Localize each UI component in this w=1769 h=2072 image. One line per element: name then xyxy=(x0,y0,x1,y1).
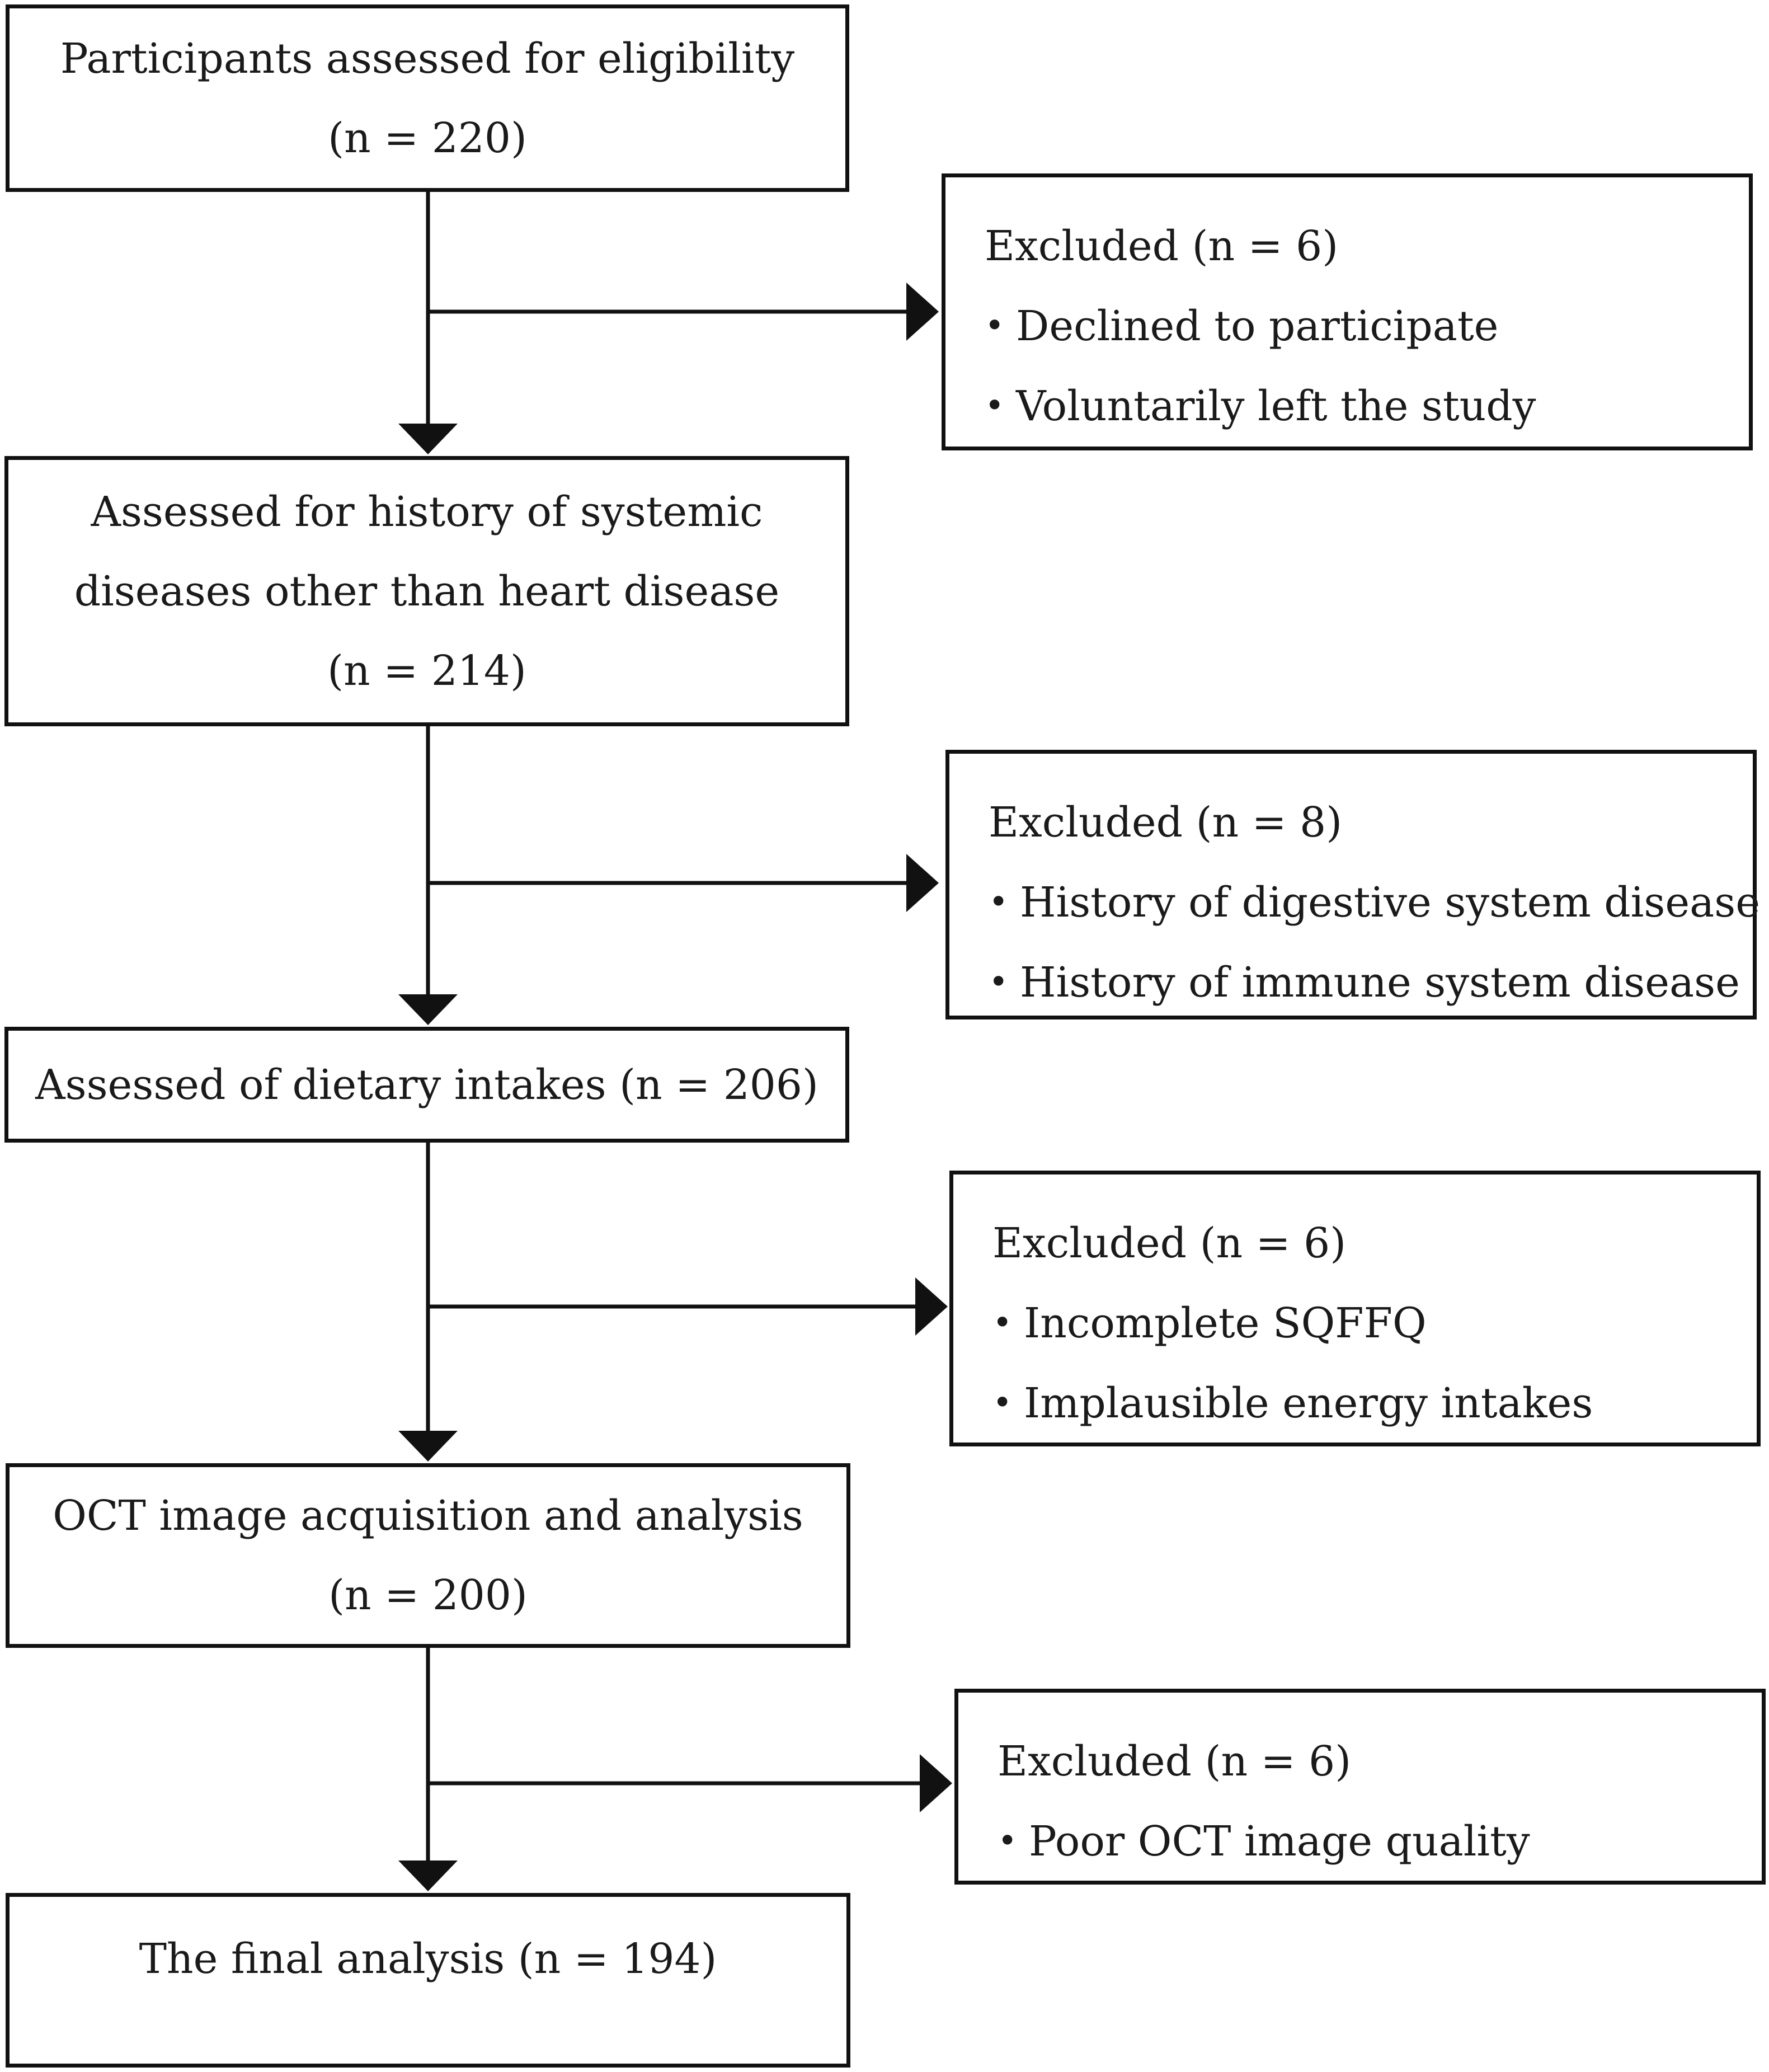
arrow-stage4-to-stage5 xyxy=(398,1645,458,1891)
exclusion-1-item-1-label: Declined to participate xyxy=(1016,302,1499,350)
stage-1-box: Participants assessed for eligibility (n… xyxy=(6,4,849,192)
exclusion-4-title: Excluded (n = 6) xyxy=(998,1737,1352,1786)
arrow-to-exclusion-3 xyxy=(428,1277,948,1336)
arrow-to-exclusion-2 xyxy=(428,854,939,912)
exclusion-4-item: • Poor OCT image quality xyxy=(998,1801,1762,1881)
exclusion-3-item-1-label: Incomplete SQFFQ xyxy=(1024,1299,1427,1347)
stage-1-line-2: (n = 220) xyxy=(328,114,527,162)
arrow-stage1-to-stage2 xyxy=(398,192,458,454)
bullet-icon: • xyxy=(989,962,1009,1002)
stage-2-line-2: diseases other than heart disease xyxy=(74,567,780,616)
exclusion-2-item: • History of digestive system disease xyxy=(989,862,1760,942)
exclusion-2-item: • History of immune system disease xyxy=(989,942,1753,1022)
exclusion-2-title: Excluded (n = 8) xyxy=(989,798,1343,847)
bullet-icon: • xyxy=(989,882,1009,922)
exclusion-1-item: • Voluntarily left the study xyxy=(985,366,1749,446)
stage-5-box: The final analysis (n = 194) xyxy=(6,1893,850,2068)
exclusion-4-box: Excluded (n = 6) • Poor OCT image quality xyxy=(954,1689,1766,1885)
exclusion-2-box: Excluded (n = 8) • History of digestive s… xyxy=(945,750,1760,1022)
exclusion-3-item: • Implausible energy intakes xyxy=(992,1363,1757,1443)
exclusion-3-item-2-label: Implausible energy intakes xyxy=(1024,1379,1593,1427)
stage-3-box: Assessed of dietary intakes (n = 206) xyxy=(4,1027,849,1143)
stage-3-line-1: Assessed of dietary intakes (n = 206) xyxy=(35,1060,818,1109)
exclusion-3-box: Excluded (n = 6) • Incomplete SQFFQ • Impl… xyxy=(949,1171,1761,1446)
exclusion-1-box: Excluded (n = 6) • Declined to participat… xyxy=(942,173,1753,450)
arrow-to-exclusion-1 xyxy=(428,283,939,341)
exclusion-3-title: Excluded (n = 6) xyxy=(992,1219,1347,1267)
bullet-icon: • xyxy=(985,386,1005,425)
exclusion-1-item: • Declined to participate xyxy=(985,286,1749,366)
stage-4-box: OCT image acquisition and analysis (n = … xyxy=(6,1463,850,1648)
arrow-stage3-to-stage4 xyxy=(398,1143,458,1462)
bullet-icon: • xyxy=(998,1821,1018,1860)
exclusion-1-item-2-label: Voluntarily left the study xyxy=(1016,382,1536,430)
stage-2-line-1: Assessed for history of systemic xyxy=(91,487,763,536)
stage-4-line-2: (n = 200) xyxy=(328,1571,528,1619)
exclusion-2-item-1-label: History of digestive system disease xyxy=(1020,878,1761,927)
exclusion-1-title: Excluded (n = 6) xyxy=(985,222,1339,270)
stage-2-box: Assessed for history of systemic disease… xyxy=(4,456,849,726)
bullet-icon: • xyxy=(992,1383,1013,1422)
stage-2-line-3: (n = 214) xyxy=(327,646,526,695)
stage-1-line-1: Participants assessed for eligibility xyxy=(60,34,795,83)
arrow-to-exclusion-4 xyxy=(428,1754,952,1812)
exclusion-3-item: • Incomplete SQFFQ xyxy=(992,1283,1757,1363)
stage-5-line-1: The final analysis (n = 194) xyxy=(139,1935,717,1983)
exclusion-2-item-2-label: History of immune system disease xyxy=(1020,959,1740,1007)
bullet-icon: • xyxy=(985,306,1005,345)
exclusion-4-item-1-label: Poor OCT image quality xyxy=(1029,1817,1530,1866)
bullet-icon: • xyxy=(992,1303,1013,1342)
stage-4-line-1: OCT image acquisition and analysis xyxy=(53,1492,803,1540)
arrow-stage2-to-stage3 xyxy=(398,725,458,1025)
